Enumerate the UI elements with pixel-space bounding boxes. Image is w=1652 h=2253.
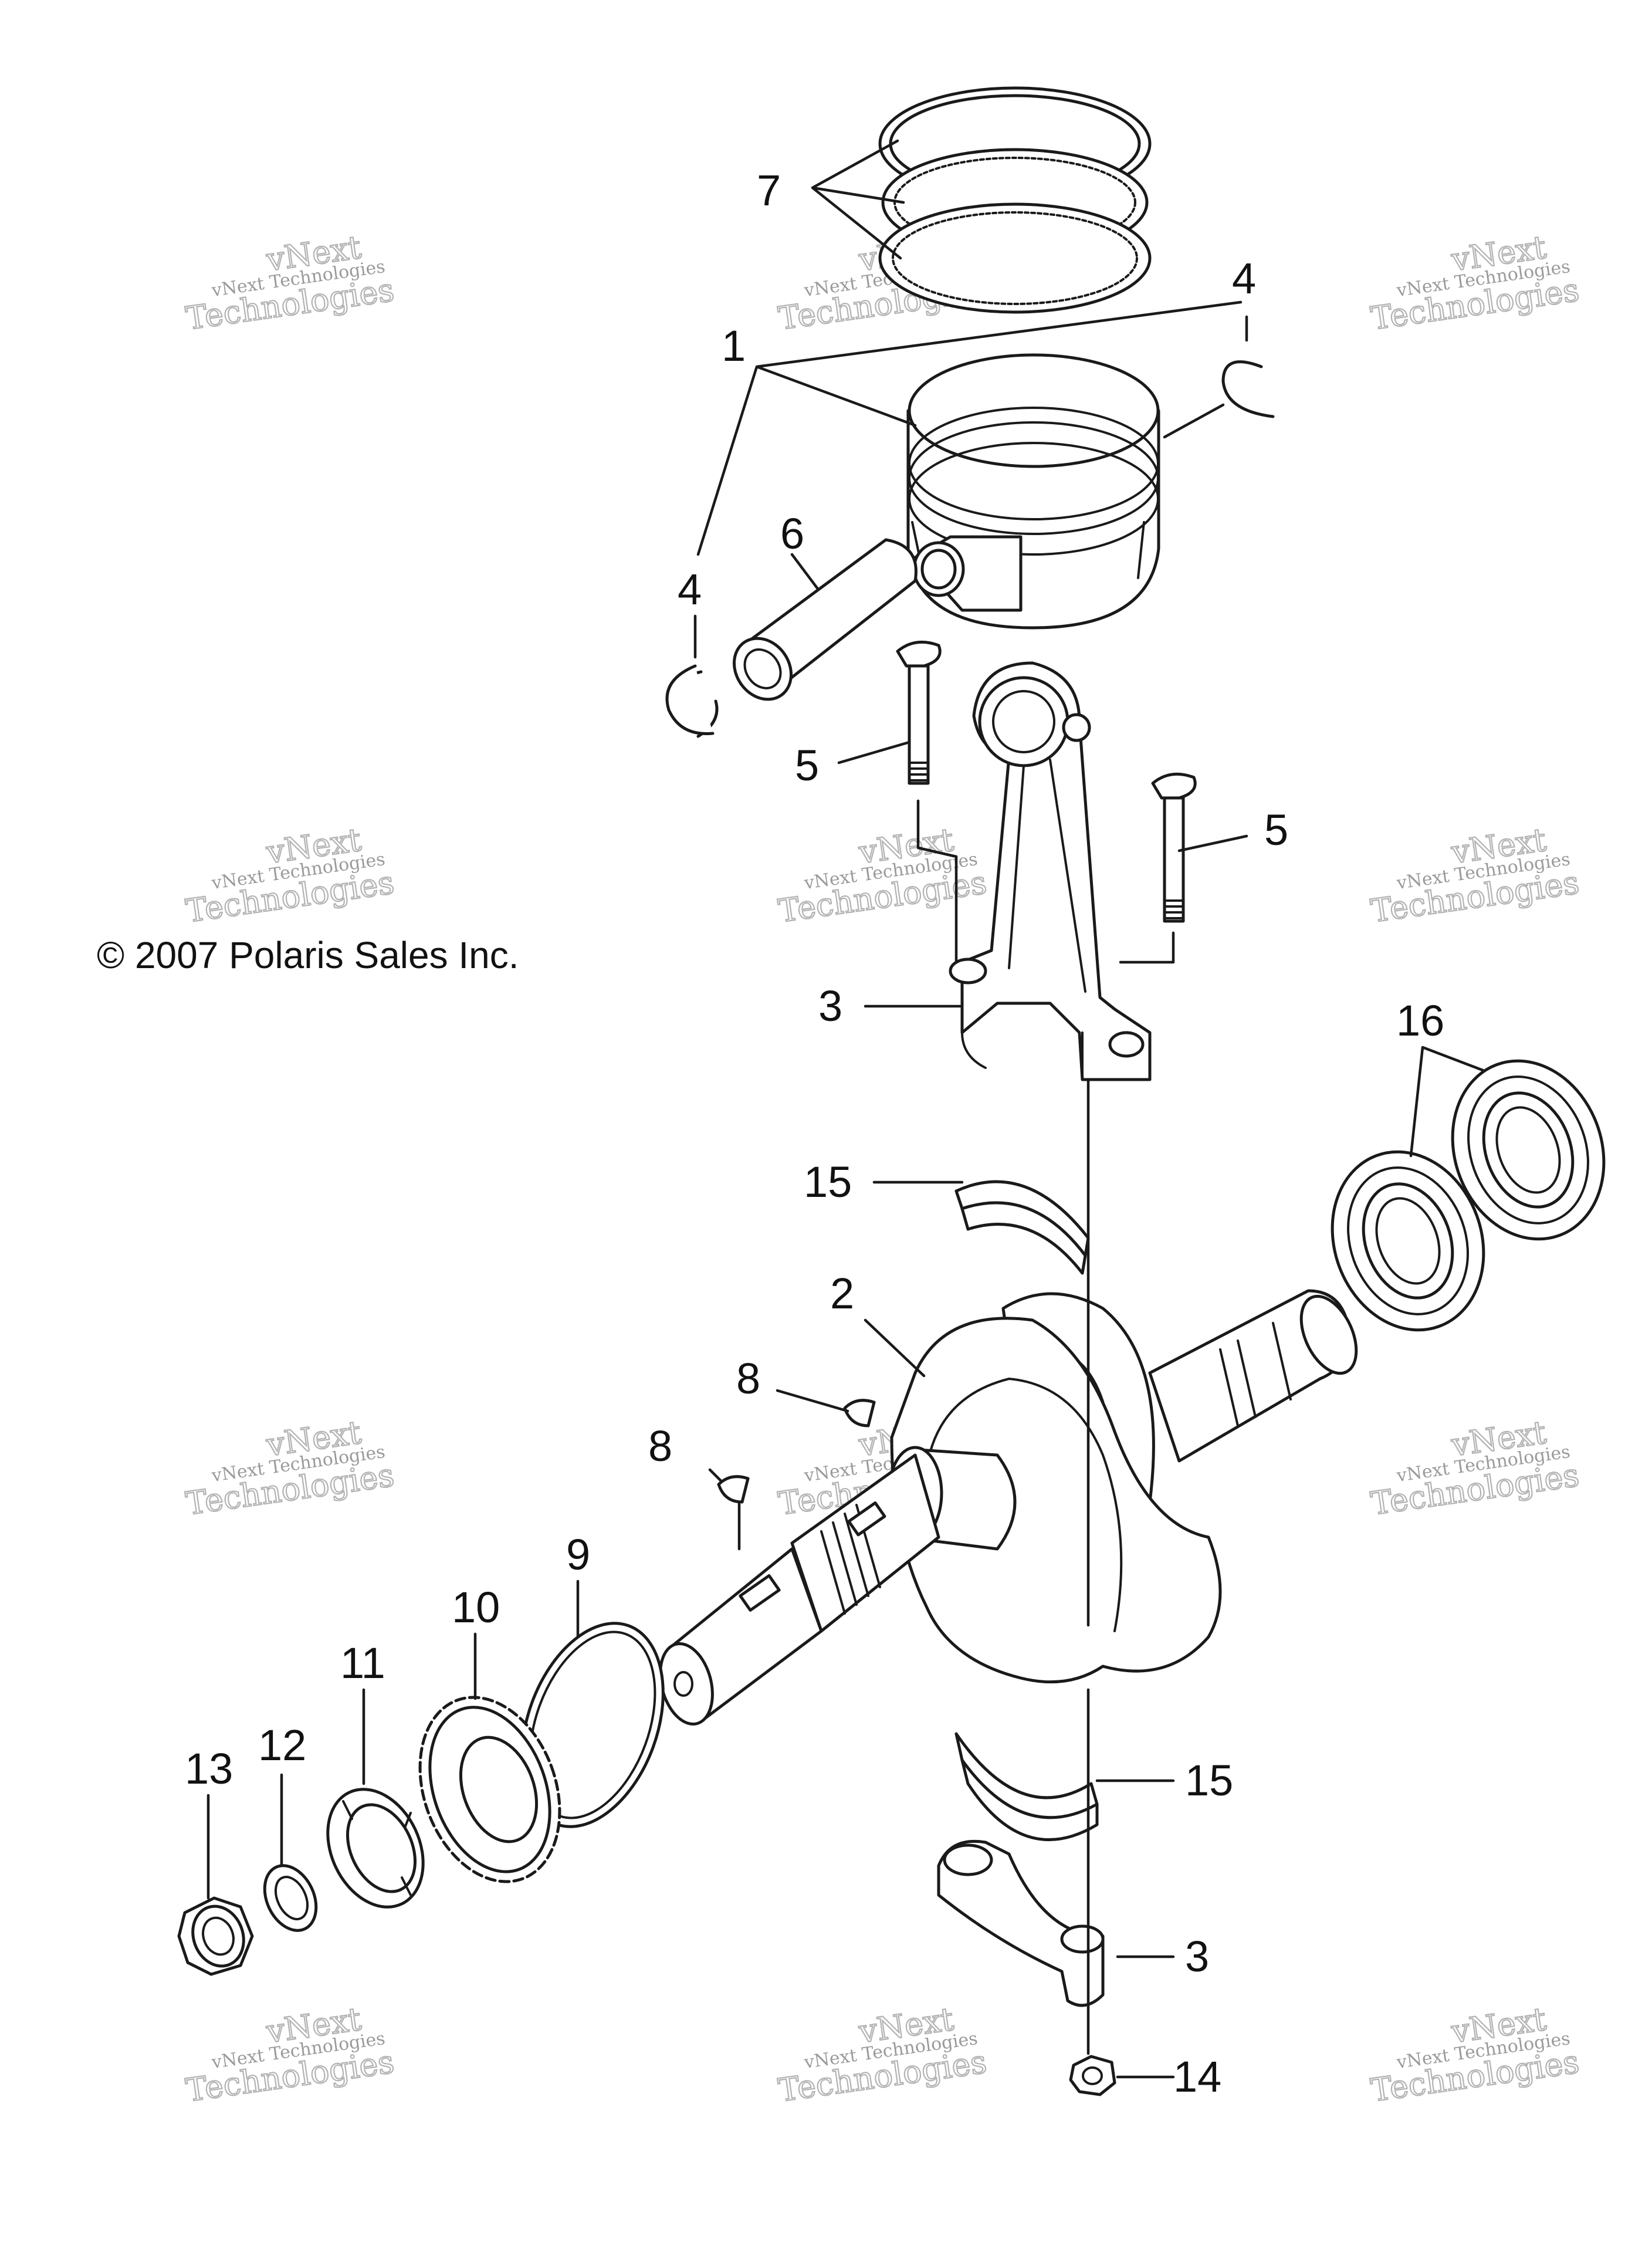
callout-15-bottom: 15 [1185, 1756, 1233, 1805]
copyright-notice: © 2007 Polaris Sales Inc. [97, 934, 519, 976]
watermark-stamp: vNext vNext Technologies Technologies [183, 1413, 397, 1523]
watermark-stamp: vNext vNext Technologies Technologies [1368, 2000, 1582, 2109]
callout-4-top: 4 [1232, 254, 1256, 303]
watermark-stamp: vNext vNext Technologies Technologies [183, 2000, 397, 2109]
callout-11: 11 [340, 1639, 385, 1687]
callout-3-top: 3 [818, 982, 842, 1030]
bearing-shell-part [954, 1180, 1090, 1275]
woodruff-key-part [717, 1475, 750, 1504]
watermark-stamp: vNext vNext Technologies Technologies [183, 820, 397, 930]
woodruff-key-part [843, 1399, 876, 1427]
callout-7: 7 [757, 166, 781, 215]
callout-5-right: 5 [1264, 806, 1288, 854]
crankshaft-part [659, 1289, 1358, 1726]
rod-bolt-part [896, 640, 942, 785]
callout-13: 13 [185, 1744, 233, 1793]
main-bearing-part [1451, 1059, 1606, 1241]
watermark-stamp: vNext vNext Technologies Technologies [1368, 1413, 1582, 1523]
callout-4-left: 4 [678, 565, 702, 614]
leader-lines [206, 139, 1486, 2079]
watermark-stamp: vNext vNext Technologies Technologies [1368, 228, 1582, 337]
callout-1: 1 [722, 322, 746, 370]
watermark-stamp: vNext vNext Technologies Technologies [183, 228, 397, 337]
rod-bolt-part [1151, 772, 1197, 923]
callout-14: 14 [1173, 2052, 1221, 2101]
lock-nut-part [326, 1788, 425, 1909]
callout-8-left: 8 [648, 1422, 672, 1470]
bearing-shell-part [954, 1732, 1099, 1842]
callout-15-top: 15 [804, 1158, 852, 1206]
nut-part [1069, 2055, 1116, 2096]
wrist-pin-part [732, 538, 918, 701]
washer-part [263, 1864, 318, 1932]
flange-nut-part [177, 1896, 254, 1976]
callout-6: 6 [780, 509, 804, 558]
rod-cap-part [937, 1839, 1105, 2007]
sprocket-part [418, 1696, 561, 1883]
callout-2: 2 [830, 1269, 854, 1318]
watermark-stamp: vNext vNext Technologies Technologies [1368, 820, 1582, 930]
callout-16: 16 [1396, 996, 1444, 1045]
callout-8-top: 8 [736, 1354, 760, 1403]
callout-labels: 7 1 4 4 6 5 5 3 15 2 8 8 9 10 11 12 13 1… [185, 166, 1444, 2101]
piston-rings-part [878, 86, 1152, 314]
callout-9: 9 [566, 1530, 590, 1579]
piston-part [906, 353, 1160, 630]
connecting-rod-part [949, 661, 1152, 1081]
callout-5-left: 5 [795, 741, 819, 790]
watermark-stamp: vNext vNext Technologies Technologies [776, 2000, 990, 2109]
callout-3-bottom: 3 [1185, 1932, 1209, 1981]
main-bearing-part [1331, 1150, 1485, 1332]
callout-12: 12 [258, 1721, 306, 1770]
callout-10: 10 [452, 1583, 500, 1632]
circlip-part [665, 664, 715, 735]
